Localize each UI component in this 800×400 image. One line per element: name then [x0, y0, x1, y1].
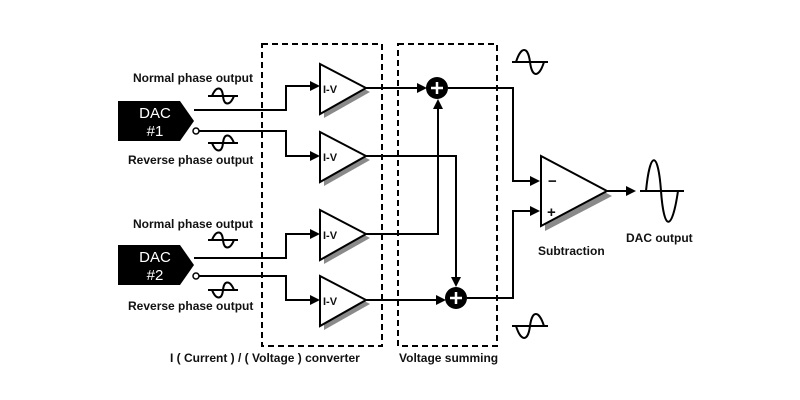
summing-node-1: [426, 77, 448, 99]
dac-output-label: DAC output: [626, 231, 693, 245]
subtraction-minus-sign: −: [548, 173, 557, 190]
normal-phase-label-1: Normal phase output: [133, 71, 253, 85]
iv-amplifier-4: I-V: [319, 274, 370, 330]
dac1-block: DAC #1: [118, 101, 194, 141]
normal-phase-wave-icon: [208, 87, 238, 105]
reverse-phase-label-2: Reverse phase output: [128, 299, 253, 313]
wire-dac2-normal: [194, 229, 320, 259]
subtraction-plus-sign: +: [547, 204, 556, 221]
wire-sum1-to-subtract: [448, 87, 540, 186]
summed-wave-icon-1: [512, 49, 548, 75]
iv-amplifier-4-label: I-V: [323, 296, 338, 308]
wire-iv2-to-sum2: [366, 155, 461, 287]
wire-sum2-to-subtract: [467, 206, 540, 299]
iv-amplifier-3-label: I-V: [323, 230, 338, 242]
summing-node-2: [445, 287, 467, 309]
dac1-title: DAC: [139, 105, 171, 122]
reverse-phase-label-1: Reverse phase output: [128, 153, 253, 167]
voltage-summing-group: [397, 43, 498, 347]
reverse-phase-wave-icon: [208, 134, 238, 152]
wire-dac1-normal: [194, 81, 320, 111]
iv-amplifier-2: I-V: [319, 130, 370, 186]
iv-amplifier-3: I-V: [319, 208, 370, 264]
dac1-reverse-terminal: [192, 127, 200, 135]
subtraction-amplifier: − +: [540, 154, 612, 231]
summed-wave-icon-2: [512, 313, 548, 339]
output-wave-icon: [640, 159, 684, 223]
normal-phase-label-2: Normal phase output: [133, 217, 253, 231]
dac2-block: DAC #2: [118, 245, 194, 285]
wire-iv3-to-sum1: [366, 99, 443, 235]
subtraction-label: Subtraction: [538, 244, 605, 258]
dac2-title: DAC: [139, 249, 171, 266]
dac2-number: #2: [147, 267, 164, 284]
voltage-summing-label: Voltage summing: [399, 351, 498, 365]
iv-converter-group: [261, 43, 383, 347]
dac1-number: #1: [147, 123, 164, 140]
iv-amplifier-1: I-V: [319, 62, 370, 118]
wire-dac1-reverse: [199, 130, 320, 161]
reverse-phase-wave-icon-2: [208, 281, 238, 299]
dac2-reverse-terminal: [192, 272, 200, 280]
iv-amplifier-2-label: I-V: [323, 152, 338, 164]
normal-phase-wave-icon-2: [208, 231, 238, 249]
wire-dac2-reverse: [199, 275, 320, 305]
iv-amplifier-1-label: I-V: [323, 84, 338, 96]
iv-converter-label: I ( Current ) / ( Voltage ) converter: [170, 351, 360, 365]
